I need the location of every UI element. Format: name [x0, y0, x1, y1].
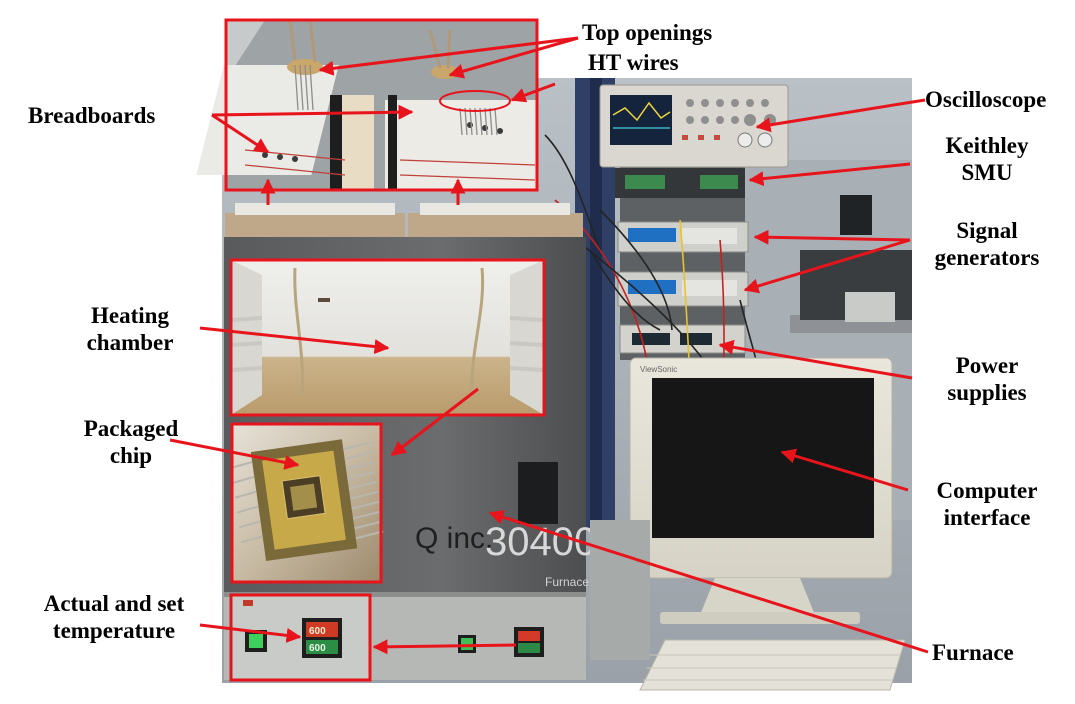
- inset-temperature-controller: 600 600: [231, 595, 370, 680]
- packaged-chip-inset-border: [230, 422, 383, 584]
- label-computer-line1: Computer: [936, 478, 1038, 503]
- arrow-breadboard-right: [211, 104, 414, 120]
- inset-breadboards: [196, 19, 537, 190]
- label-packaged-chip: Packaged chip: [66, 415, 196, 469]
- label-computer-line2: interface: [943, 505, 1031, 530]
- svg-text:ViewSonic: ViewSonic: [640, 365, 677, 374]
- brand-text: Q inc.: [415, 522, 493, 555]
- label-ht-wires: HT wires: [588, 50, 679, 75]
- arrow-top-opening-right: [448, 36, 579, 79]
- annotation-arrows: [169, 36, 929, 655]
- label-heating-line2: chamber: [86, 330, 174, 355]
- label-top-openings: Top openings: [582, 20, 713, 45]
- breadboards-inset-border: [224, 18, 539, 192]
- keithley-smu-device: [615, 168, 745, 198]
- label-keithley-line2: SMU: [961, 160, 1013, 185]
- label-packaged-line2: chip: [109, 443, 153, 468]
- label-actual-line1: Actual and set: [43, 591, 185, 616]
- arrow-computer: [780, 448, 909, 492]
- label-power-line2: supplies: [947, 380, 1027, 405]
- arrow-set-temperature: [372, 639, 517, 655]
- signal-generator-2: [617, 271, 749, 307]
- furnace-control-panel: [458, 627, 544, 657]
- signal-generator-1: [617, 221, 749, 253]
- label-heating-line1: Heating: [91, 303, 169, 328]
- label-packaged-line1: Packaged: [83, 416, 179, 441]
- arrow-signal-gen-2: [743, 238, 911, 294]
- readout-top-text: 600: [309, 626, 326, 637]
- readout-bottom-text: 600: [309, 643, 326, 654]
- label-signal-generators: Signal generators: [912, 217, 1062, 271]
- label-actual-set-temperature: Actual and set temperature: [14, 590, 214, 644]
- furnace-plate-text: Furnace: [545, 575, 589, 589]
- label-power-line1: Power: [955, 353, 1019, 378]
- heating-chamber-inset-border: [229, 258, 546, 417]
- label-keithley-line1: Keithley: [945, 133, 1029, 158]
- label-heating-chamber: Heating chamber: [55, 302, 205, 356]
- inset-packaged-chip: [230, 424, 384, 582]
- arrow-furnace: [488, 509, 929, 654]
- temperature-inset-border: [229, 593, 372, 682]
- label-oscilloscope: Oscilloscope: [925, 87, 1047, 112]
- label-signal-line1: Signal: [956, 218, 1018, 243]
- arrow-oscilloscope: [755, 98, 926, 133]
- arrow-packaged-chip: [169, 438, 300, 470]
- arrow-chamber-to-chip: [390, 387, 479, 457]
- inset-heating-chamber: [231, 260, 544, 415]
- label-actual-line2: temperature: [52, 618, 176, 643]
- ht-wires-highlight: [439, 90, 511, 112]
- breadboards-on-furnace: [225, 203, 583, 237]
- inset-borders: [224, 18, 546, 682]
- label-computer-interface: Computer interface: [912, 477, 1062, 531]
- arrow-signal-gen-1: [753, 229, 911, 245]
- oscilloscope-device: [599, 84, 789, 168]
- arrow-breadboard-left: [211, 113, 270, 154]
- arrow-keithley: [748, 162, 911, 187]
- arrow-power-supplies: [718, 339, 913, 380]
- label-furnace: Furnace: [932, 640, 1014, 665]
- label-power-supplies: Power supplies: [912, 352, 1062, 406]
- computer-monitor: ViewSonic: [590, 357, 906, 691]
- arrow-ht-wires: [510, 82, 556, 103]
- arrow-heating-chamber: [199, 326, 390, 355]
- arrow-top-opening-left: [318, 36, 579, 76]
- arrow-actual-temperature: [199, 623, 302, 643]
- label-keithley-smu: Keithley SMU: [912, 132, 1062, 186]
- label-breadboards: Breadboards: [28, 103, 156, 128]
- label-signal-line2: generators: [934, 245, 1040, 270]
